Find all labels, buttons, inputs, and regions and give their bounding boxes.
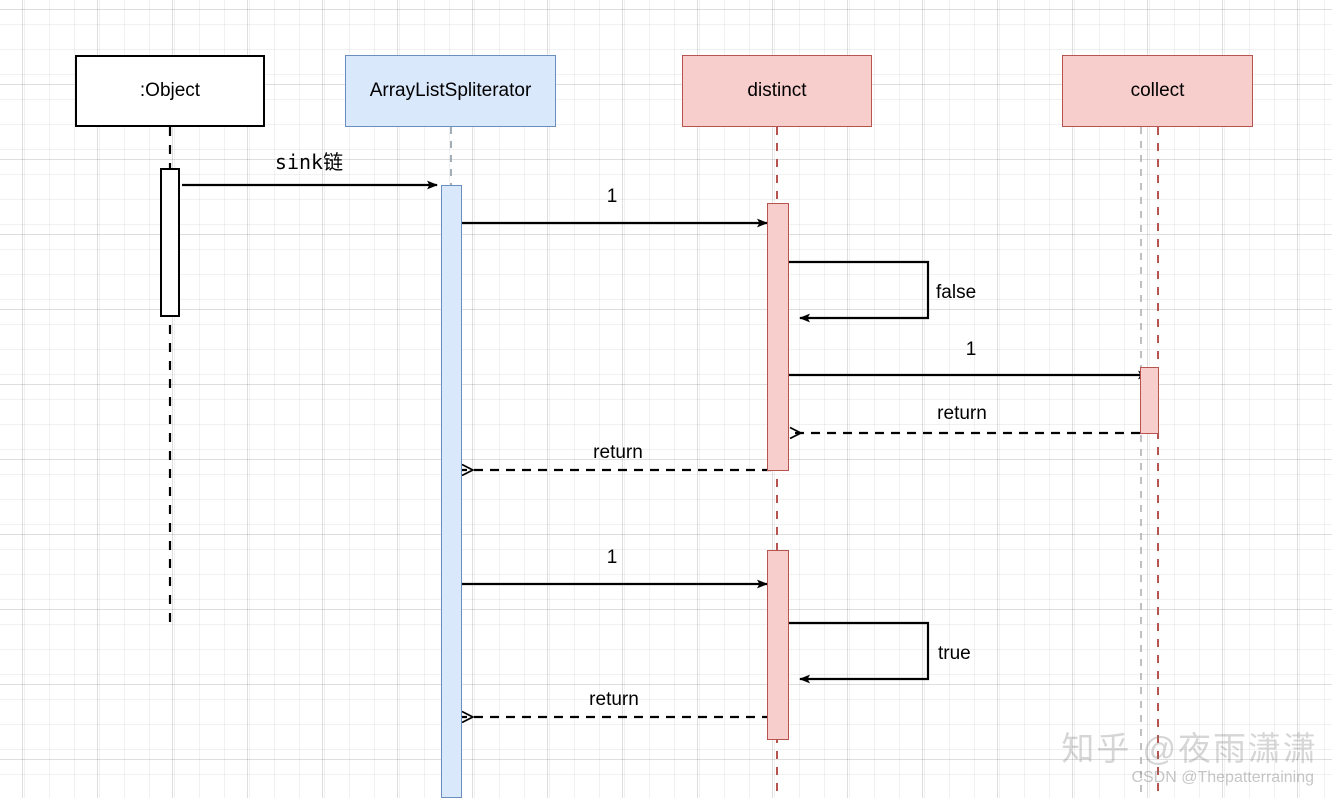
message-label-return-collect: return xyxy=(937,403,987,424)
message-selfcall-true xyxy=(789,621,930,684)
lifeline-label-object: :Object xyxy=(139,79,201,101)
message-label-sink-chain: sink链 xyxy=(274,150,344,174)
lifeline-label-distinct: distinct xyxy=(747,79,807,101)
message-label-call-1-collect: 1 xyxy=(965,339,977,360)
lifeline-header-object[interactable]: :Object xyxy=(75,55,265,127)
message-label-true: true xyxy=(938,643,971,664)
lifeline-header-distinct[interactable]: distinct xyxy=(682,55,872,127)
message-label-return-distinct-second: return xyxy=(589,689,639,710)
lifeline-header-collect[interactable]: collect xyxy=(1062,55,1253,127)
message-label-return-distinct-first: return xyxy=(593,442,643,463)
activation-bar-distinct-first xyxy=(767,203,789,471)
lifeline-label-spliterator: ArrayListSpliterator xyxy=(369,79,532,101)
message-label-false: false xyxy=(936,282,977,303)
activation-bar-distinct-second xyxy=(767,550,789,740)
message-label-call-1-first: 1 xyxy=(606,186,618,207)
activation-bar-collect xyxy=(1140,367,1159,434)
message-selfcall-false xyxy=(789,260,930,323)
lifeline-header-spliterator[interactable]: ArrayListSpliterator xyxy=(345,55,556,127)
activation-bar-object xyxy=(160,168,180,317)
lifeline-label-collect: collect xyxy=(1130,79,1185,101)
watermark-zhihu: 知乎 @夜雨潇潇 xyxy=(1061,730,1318,767)
watermark-csdn: CSDN @Thepatterraining xyxy=(1131,769,1314,786)
activation-bar-spliterator xyxy=(441,185,462,798)
message-label-call-1-second: 1 xyxy=(606,547,618,568)
